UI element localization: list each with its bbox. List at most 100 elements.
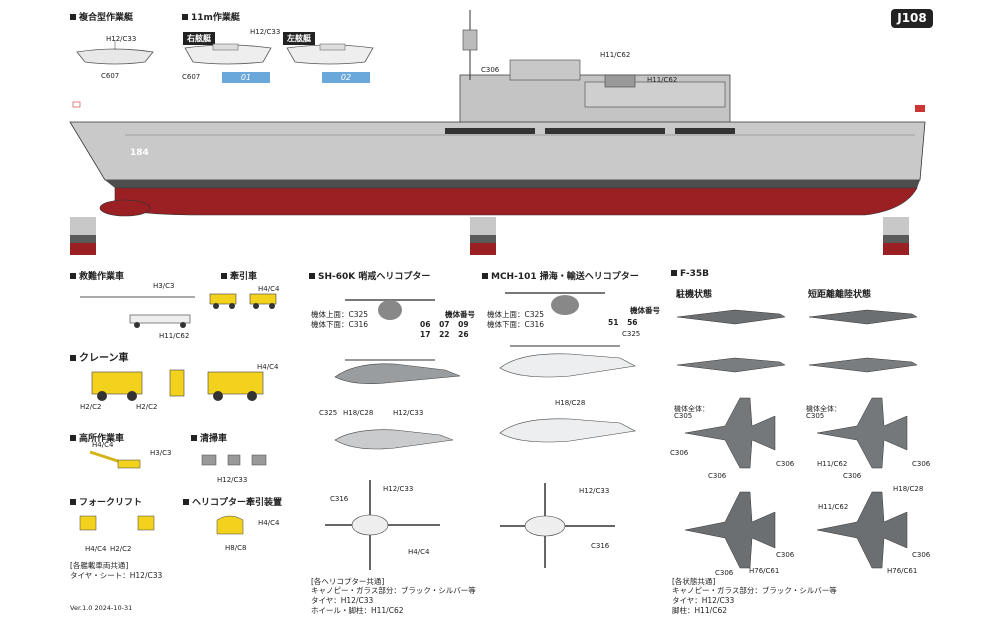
sh60k-label-h4: H4/C4: [408, 548, 430, 556]
mch101-label-c325: C325: [622, 330, 641, 338]
crane-label-3: H4/C4: [257, 363, 279, 371]
common-f35-line-2: タイヤ：H12/C33: [672, 596, 735, 605]
f35b-stovl-title: 短距離離陸状態: [808, 290, 872, 300]
f35b-stovl-top: [816, 397, 908, 469]
common-heli-line-2: タイヤ：H12/C33: [311, 596, 374, 605]
code-badge: J108: [891, 9, 933, 28]
heli-tow-drawing: [216, 515, 244, 535]
starboard-tag: 右舷艇: [183, 26, 215, 45]
tow-tractor-title: 牽引車: [221, 269, 257, 282]
starboard-boat-drawing: [184, 43, 272, 65]
mch101-label-c316: C316: [591, 542, 610, 550]
forklift-label-1: H4/C4: [85, 545, 107, 553]
work-boat-title: 11m作業艇: [182, 10, 240, 23]
f35b-label-11: C306: [912, 551, 931, 559]
common-f35-title: [各状態共通]: [672, 577, 716, 586]
mch101-serials: 51 56: [608, 318, 638, 327]
forklift-title: フォークリフト: [70, 495, 142, 508]
tow-label: H4/C4: [258, 285, 280, 293]
f35b-title: F-35B: [671, 269, 709, 279]
hull-swatch-stern: [883, 217, 909, 255]
f35b-parked-side2: [676, 357, 786, 373]
ship-label-h11-b: H11/C62: [647, 76, 678, 84]
aerial-label-2: H3/C3: [150, 449, 172, 457]
mch101-lower: 機体下面：C316: [487, 320, 545, 329]
sweeper-title: 清掃車: [191, 431, 227, 444]
common-vehicles-line: タイヤ・シート：H12/C33: [70, 571, 163, 580]
sh60k-label-h18: H18/C28: [343, 409, 374, 417]
f35b-label-12: H76/C61: [887, 567, 918, 575]
rescue-vehicle-drawing: [80, 296, 195, 328]
hull-swatch-bow: [70, 217, 96, 255]
f35b-parked-body: C305: [674, 412, 693, 420]
f35b-label-1: C306: [670, 449, 689, 457]
composite-boat-title: 複合型作業艇: [70, 10, 133, 23]
f35b-label-10: H76/C61: [749, 567, 780, 575]
starboard-boat-label-bottom: C607: [182, 73, 201, 81]
f35b-label-8: H11/C62: [818, 503, 849, 511]
sh60k-label-c325: C325: [319, 409, 338, 417]
mch101-top-drawing: [505, 292, 605, 315]
mch101-serial-title: 機体番号: [630, 306, 660, 315]
crane-label-1: H2/C2: [80, 403, 102, 411]
crane-title: クレーン車: [70, 349, 129, 364]
mch101-title: MCH-101 掃海・輸送ヘリコプター: [482, 269, 639, 282]
f35b-stovl-body: C305: [806, 412, 825, 420]
sh60k-title: SH-60K 哨戒ヘリコプター: [309, 269, 430, 282]
sh60k-label-c316: C316: [330, 495, 349, 503]
ship-label-c306: C306: [481, 66, 500, 74]
f35b-label-3: C306: [776, 460, 795, 468]
sweeper-label: H12/C33: [217, 476, 248, 484]
sh60k-top-drawing: [345, 299, 435, 320]
sh60k-side-drawing: [334, 359, 461, 384]
f35b-label-2: C306: [708, 472, 727, 480]
port-tag: 左舷艇: [283, 26, 315, 45]
common-vehicles-title: [各艦載車両共通]: [70, 561, 129, 570]
sh60k-bottom-drawing: [325, 480, 440, 570]
mch101-side2-drawing: [499, 418, 636, 443]
sh60k-serial-title: 機体番号: [445, 310, 475, 319]
f35b-label-5: H11/C62: [817, 460, 848, 468]
starboard-boat-number: 01: [222, 72, 270, 83]
f35b-label-4: C306: [912, 460, 931, 468]
heli-tow-label-2: H8/C8: [225, 544, 247, 552]
f35b-stovl-side: [808, 309, 918, 325]
mch101-label-h12: H12/C33: [579, 487, 610, 495]
common-heli-title: [各ヘリコプター共通]: [311, 577, 385, 586]
hull-swatch-mid: [470, 217, 496, 255]
composite-boat-label-top: H12/C33: [106, 35, 137, 43]
sh60k-side2-drawing: [334, 429, 454, 450]
forklift-label-2: H2/C2: [110, 545, 132, 553]
aerial-vehicle-drawing: [89, 450, 141, 469]
composite-boat-drawing: [76, 40, 154, 65]
f35b-parked-bottom: [684, 491, 776, 569]
f35b-parked-side: [676, 309, 786, 325]
hull-number: 184: [130, 148, 149, 158]
crane-drawing: [91, 369, 264, 401]
rescue-label-h11: H11/C62: [159, 332, 190, 340]
mch101-upper: 機体上面：C325: [487, 310, 545, 319]
f35b-parked-top: [684, 397, 776, 469]
f35b-label-13: C306: [715, 569, 734, 577]
f35b-label-6: C306: [843, 472, 862, 480]
port-boat-drawing: [286, 43, 374, 65]
mch101-label-h18: H18/C28: [555, 399, 586, 407]
sh60k-upper: 機体上面：C325: [311, 310, 369, 319]
sh60k-serials-row1: 06 07 09: [420, 320, 469, 329]
f35b-stovl-side2: [808, 357, 918, 373]
port-boat-number: 02: [322, 72, 370, 83]
ship-label-h11-a: H11/C62: [600, 51, 631, 59]
version: Ver.1.0 2024-10-31: [70, 604, 133, 612]
f35b-label-7: H18/C28: [893, 485, 924, 493]
ship-side-profile: [69, 10, 926, 217]
mch101-bottom-drawing: [500, 483, 615, 568]
sweeper-drawing: [201, 454, 267, 466]
sh60k-label-h12-a: H12/C33: [393, 409, 424, 417]
heli-tow-label-1: H4/C4: [258, 519, 280, 527]
f35b-stovl-bottom: [816, 491, 908, 569]
f35b-parked-body-title: 機体全体：: [674, 405, 709, 413]
composite-boat-label-bottom: C607: [101, 72, 120, 80]
common-f35-line-3: 脚柱：H11/C62: [672, 606, 727, 615]
starboard-boat-label-top: H12/C33: [250, 28, 281, 36]
f35b-parked-title: 駐機状態: [676, 290, 713, 300]
